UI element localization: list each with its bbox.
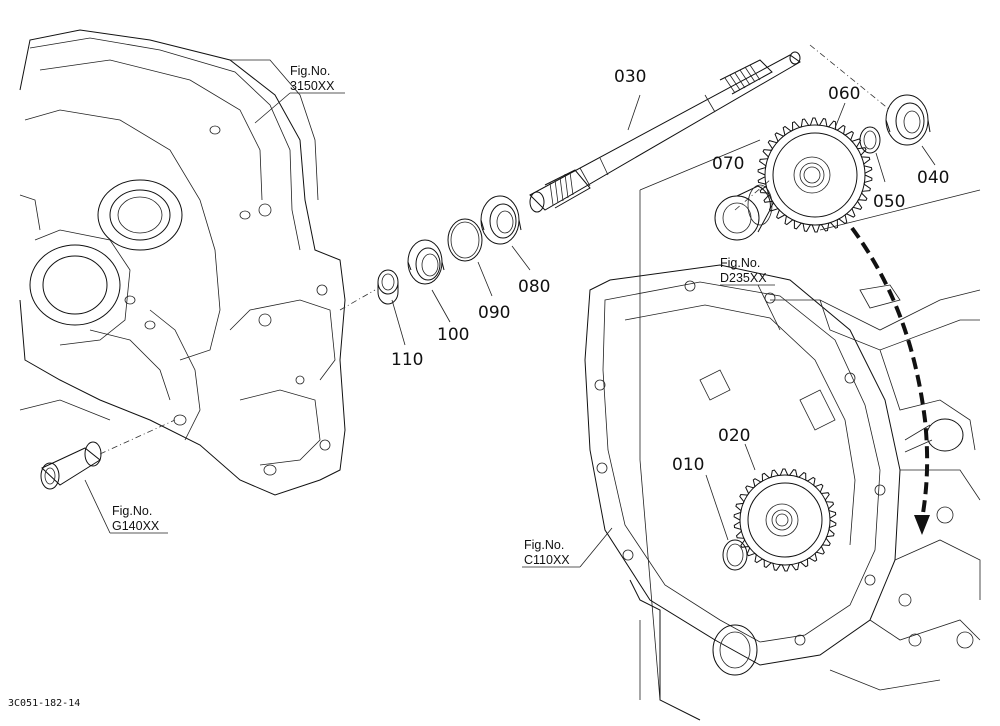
drawing-code: 3C051-182-14	[8, 698, 80, 709]
fig-ref-d235-code: D235XX	[720, 271, 767, 285]
fig-ref-d235-title: Fig.No.	[720, 256, 760, 270]
assembly-centerlines	[339, 44, 891, 701]
left-transmission-housing	[19, 29, 346, 496]
label-part-110: 110	[391, 350, 423, 370]
part-050-ring	[859, 126, 886, 183]
fig-ref-c110-code: C110XX	[524, 553, 570, 567]
label-part-090: 090	[478, 303, 510, 323]
figure-ref-leaders	[84, 92, 781, 568]
label-part-060: 060	[828, 84, 860, 104]
label-part-020: 020	[718, 426, 750, 446]
label-part-010: 010	[672, 455, 704, 475]
part-090-circlip	[447, 218, 493, 297]
fig-ref-3150-code: 3150XX	[290, 79, 335, 93]
part-110-bushing	[377, 269, 406, 346]
part-100-bearing	[407, 239, 451, 323]
part-060-gear	[757, 102, 873, 233]
part-010-ring	[705, 474, 748, 571]
part-030-shaft	[529, 51, 801, 213]
label-part-040: 040	[917, 168, 949, 188]
label-part-050: 050	[873, 192, 905, 212]
label-part-030: 030	[614, 67, 646, 87]
bushing-g140	[40, 419, 176, 490]
assembly-arrow	[850, 226, 930, 535]
gear-teeth	[757, 117, 873, 233]
fig-ref-g140-code: G140XX	[112, 519, 160, 533]
gear-teeth	[733, 468, 837, 572]
part-040-bearing	[885, 94, 936, 166]
label-part-070: 070	[712, 154, 744, 174]
fig-ref-c110-title: Fig.No.	[524, 538, 564, 552]
right-transmission-housing	[584, 189, 981, 721]
fig-ref-g140-title: Fig.No.	[112, 504, 152, 518]
fig-ref-3150-title: Fig.No.	[290, 64, 330, 78]
part-020-gear	[733, 443, 837, 572]
label-part-080: 080	[518, 277, 550, 297]
label-part-100: 100	[437, 325, 469, 345]
part-080-bearing	[480, 195, 531, 271]
